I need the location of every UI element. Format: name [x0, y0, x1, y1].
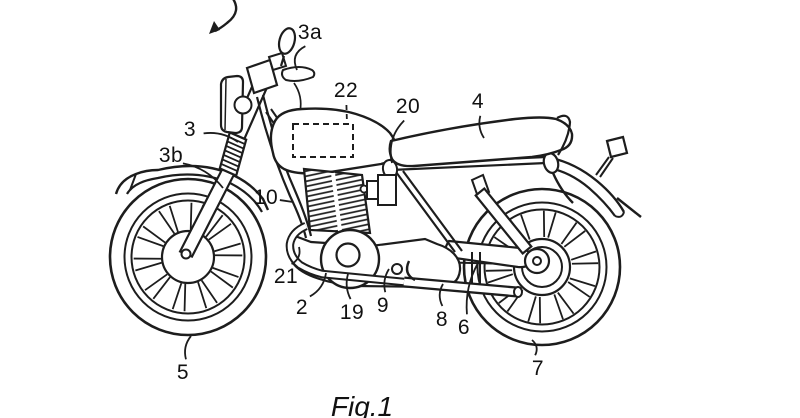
leader-line-3a [293, 45, 306, 71]
carburetor [377, 174, 397, 206]
leader-line-3b [182, 162, 224, 189]
leader-line-20 [389, 119, 405, 164]
leader-line-9 [383, 268, 390, 293]
frame-bolt [391, 263, 403, 275]
leader-line-8 [438, 283, 444, 307]
headlight-knob [233, 95, 253, 115]
leader-line-7 [531, 339, 538, 356]
leader-line-19 [345, 273, 352, 300]
grab-rail [556, 114, 572, 156]
hidden-component-box [292, 123, 354, 158]
front-fender [114, 164, 270, 213]
figure-caption: Fig.1 [330, 391, 394, 418]
overview-arrow [209, 0, 238, 34]
front-wheel [108, 177, 268, 337]
leader-line-21 [291, 246, 301, 265]
rear-shock [470, 173, 551, 275]
leader-line-2 [309, 272, 327, 298]
leader-line-5 [184, 335, 192, 360]
fuel-tank [269, 107, 398, 175]
rear-turn-signal [595, 135, 642, 218]
headlight [219, 74, 253, 135]
leader-line-10 [279, 199, 294, 203]
stand-bracket [405, 260, 416, 282]
leader-line-22 [345, 104, 348, 125]
leader-line-4 [478, 115, 485, 139]
leader-line-6 [465, 262, 479, 315]
exhaust [285, 222, 523, 298]
mirror [277, 27, 297, 67]
rear-fender [548, 156, 626, 218]
triple-clamp [245, 58, 279, 95]
leader-line-3 [203, 132, 239, 143]
